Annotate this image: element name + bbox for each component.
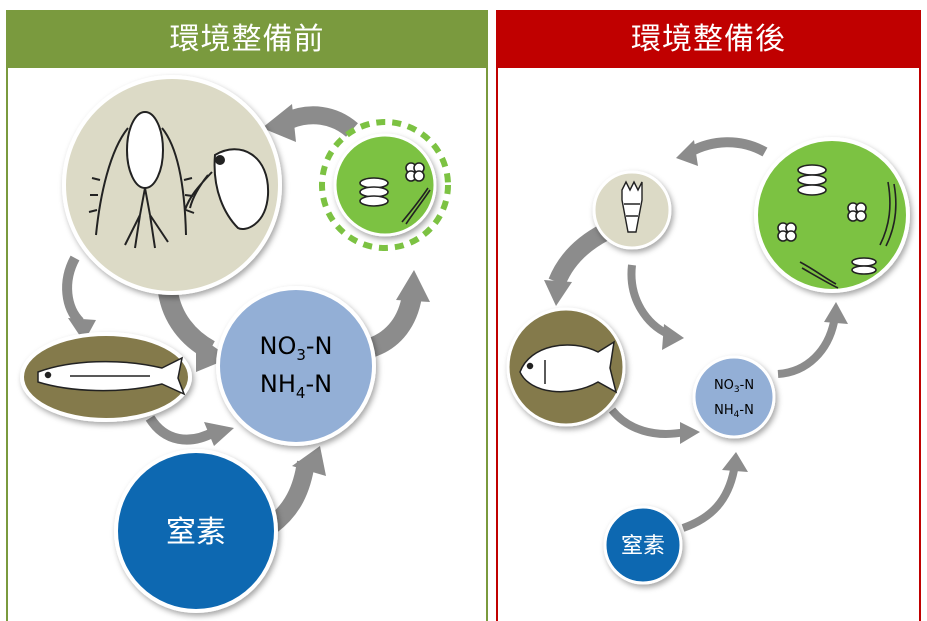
- nutrient-nh4-sub-after: 4: [734, 410, 740, 420]
- nutrient-nh4-tail-after: -N: [739, 403, 753, 418]
- zooplankton-node-before: [62, 75, 282, 295]
- nutrient-node-after: NO3-N NH4-N: [692, 355, 776, 439]
- nutrient-no3-main-after: NO: [714, 378, 734, 393]
- nutrient-nh4-main: NH: [260, 370, 296, 398]
- arrowheads-after: [544, 140, 848, 472]
- arrow-nutrient-to-phyto: [366, 293, 422, 358]
- svg-text:NO3-N: NO3-N: [259, 332, 332, 364]
- nitrogen-node-after: 窒素: [603, 505, 683, 585]
- arrow-nitrogen-to-nutrient: [266, 460, 315, 533]
- nutrient-nh4-sub: 4: [296, 384, 306, 402]
- phytoplankton-node-after: [754, 137, 910, 293]
- arrow-phyto-to-rotifer: [687, 137, 768, 157]
- nutrient-no3-tail-after: -N: [740, 378, 754, 393]
- arrow-zoo-to-smelt: [62, 255, 84, 326]
- panel-after-title: 環境整備後: [498, 12, 919, 68]
- arrow-smelt-to-nutrient: [145, 415, 217, 445]
- rotifer-node-after: [592, 170, 672, 250]
- arrow-rotifer-to-fish: [548, 224, 610, 286]
- bluegill-node-after: [506, 307, 626, 427]
- nitrogen-label-after: 窒素: [621, 534, 665, 559]
- phytoplankton-icon: [777, 164, 897, 289]
- nitrogen-label-before: 窒素: [166, 515, 226, 550]
- arrow-rotifer-to-nutrient: [627, 264, 670, 338]
- nutrient-no3-main: NO: [259, 332, 296, 360]
- nutrient-nh4-tail: -N: [305, 370, 332, 398]
- arrows-after: [548, 137, 838, 532]
- svg-text:NH4-N: NH4-N: [260, 370, 332, 402]
- smelt-fish-icon: [37, 356, 186, 396]
- arrow-fish-to-nutrient: [608, 407, 686, 438]
- phytoplankton-icon: [359, 162, 431, 225]
- arrow-nitrogen-to-nutrient: [681, 469, 738, 532]
- arrowheads-before: [68, 104, 430, 476]
- arrow-phyto-to-zoo: [281, 106, 358, 138]
- svg-text:NH4-N: NH4-N: [714, 403, 754, 420]
- bluegill-fish-icon: [519, 340, 618, 394]
- nutrient-node-before: NO3-N NH4-N: [216, 286, 376, 446]
- svg-text:NO3-N: NO3-N: [714, 378, 754, 395]
- nutrient-no3-tail: -N: [306, 332, 333, 360]
- panel-before-title: 環境整備前: [8, 12, 486, 68]
- arrow-nutrient-to-phyto: [777, 321, 838, 378]
- nutrient-no3-sub: 3: [296, 346, 306, 364]
- phytoplankton-node-before: [319, 119, 451, 251]
- rotifer-icon: [621, 180, 643, 233]
- nutrient-no3-sub-after: 3: [734, 385, 740, 395]
- smelt-node-before: [20, 332, 192, 422]
- nitrogen-node-before: 窒素: [114, 449, 278, 613]
- nutrient-nh4-main-after: NH: [714, 403, 734, 418]
- zooplankton-icon: [88, 111, 270, 249]
